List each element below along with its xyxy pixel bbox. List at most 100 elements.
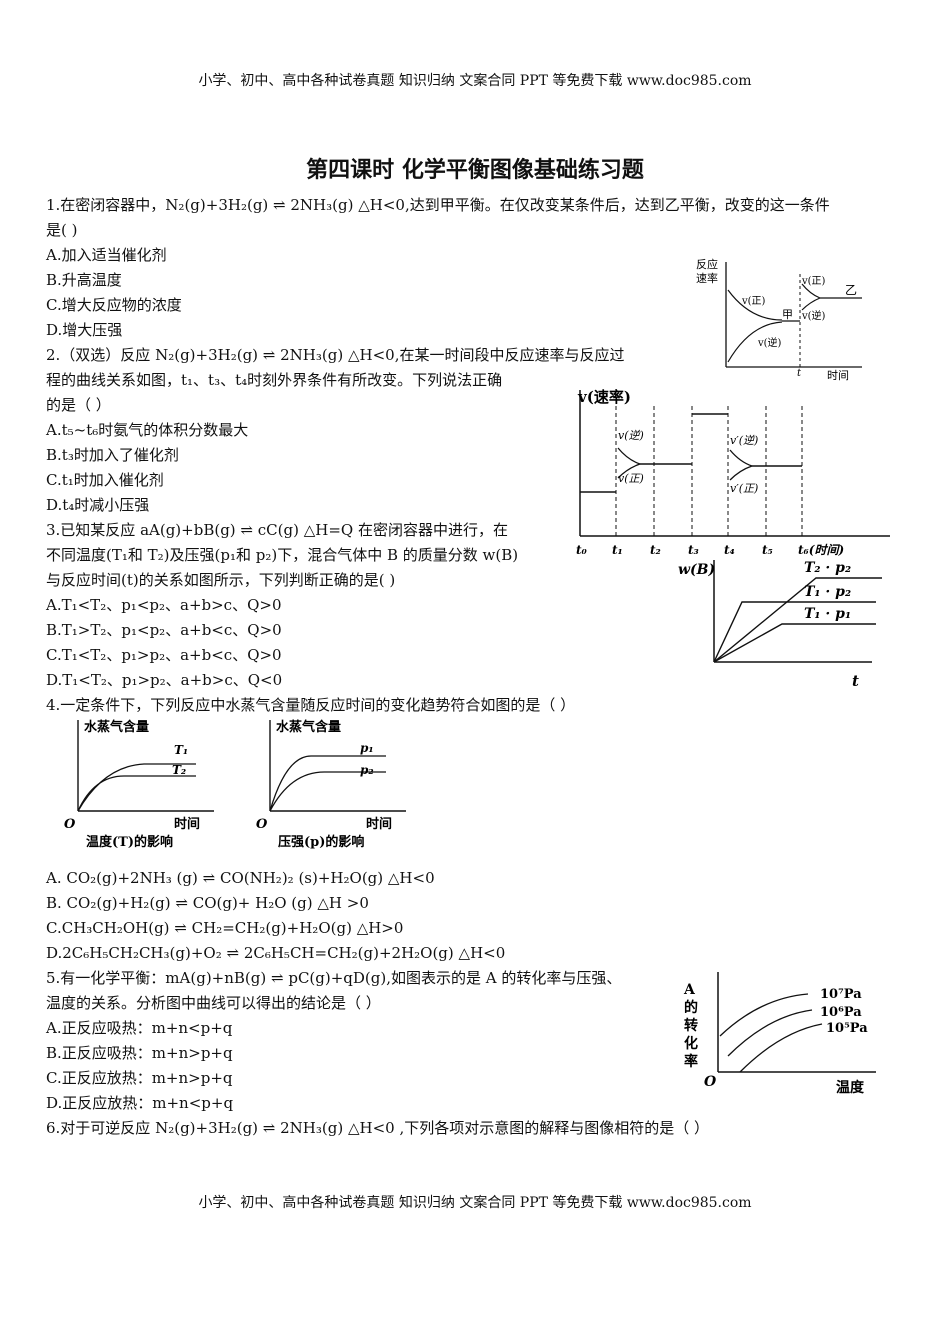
v-reverse-curve [727,321,783,363]
label-v2-reverse: v′(逆) [730,434,758,447]
y-axis-label-5: 率 [684,1053,698,1070]
curve-t1 [77,763,196,812]
y-axis-label: 水蒸气含量 [84,719,149,735]
caption: 压强(p)的影响 [278,834,364,850]
y-axis-label-2: 的 [684,999,698,1016]
y-axis-label-4: 化 [684,1035,698,1052]
q3-option-d: D.T₁<T₂、p₁>p₂、a+b>c、Q<0 [46,671,283,689]
v2-forward-curve [729,465,753,481]
q5-option-b: B.正反应吸热：m+n>p+q [46,1044,233,1062]
q2-stem-line2: 程的曲线关系如图，t₁、t₃、t₄时刻外界条件有所改变。下列说法正确 [46,371,503,389]
q1-option-d: D.增大压强 [46,321,123,339]
curve-t1p2 [713,601,876,663]
tick-t3: t₃ [688,543,699,557]
tick-t2: t₂ [650,543,661,557]
y-axis-label-3: 转 [684,1017,698,1034]
label-t1p2: T₁ · p₂ [804,584,851,600]
q3-stem-line3: 与反应时间(t)的关系如图所示，下列判断正确的是( ) [46,571,396,589]
label-v-forward: v(正) [741,296,766,307]
curve-p1 [269,755,386,812]
x-axis-label: 时间 [827,369,849,382]
q5-option-a: A.正反应吸热：m+n<p+q [46,1019,233,1037]
curve-t1p1 [713,623,876,663]
q5-option-d: D.正反应放热：m+n<p+q [46,1094,234,1112]
origin-label: O [704,1074,717,1090]
tick-t1: t₁ [612,543,623,557]
q5-stem-line1: 5.有一化学平衡：mA(g)+nB(g) ⇌ pC(g)+qD(g),如图表示的… [46,969,622,987]
label-1e6: 10⁶Pa [820,1005,862,1020]
x-axis-label: t [852,672,859,690]
figure-q5-conversion: A 的 转 化 率 O 温度 10⁷Pa 10⁶Pa 10⁵Pa [680,968,880,1098]
label-v-reverse: v(逆) [618,429,644,442]
x-axis-label: 时间 [366,816,392,832]
v-forward-curve [617,463,641,479]
q4-stem: 4.一定条件下，下列反应中水蒸气含量随反应时间的变化趋势符合如图的是（ ） [46,696,576,714]
figure-q1-rate-time: 反应 速率 时间 t v(正) v(逆) 甲 v(正) v(逆) 乙 [690,252,870,382]
label-v-forward: v(正) [618,472,644,485]
page-footer: 小学、初中、高中各种试卷真题 知识归纳 文案合同 PPT 等免费下载 www.d… [198,1195,752,1211]
y-axis-label-2: 速率 [696,271,718,285]
t-tick-label: t [797,368,802,379]
q4-option-c: C.CH₃CH₂OH(g) ⇌ CH₂=CH₂(g)+H₂O(g) △H>0 [46,919,404,937]
curve-t2 [77,775,196,812]
q2-option-d: D.t₄时减小压强 [46,496,150,514]
caption: 温度(T)的影响 [86,834,173,850]
label-v2-forward: v′(正) [730,482,758,495]
v2-reverse-curve [801,297,821,311]
v2-reverse-curve [729,449,753,467]
q4-option-b: B. CO₂(g)+H₂(g) ⇌ CO(g)+ H₂O (g) △H >0 [46,894,369,912]
q5-stem-line2: 温度的关系。分析图中曲线可以得出的结论是（ ） [46,994,381,1012]
q4-option-a: A. CO₂(g)+2NH₃ (g) ⇌ CO(NH₂)₂ (s)+H₂O(g)… [46,869,435,887]
figure-q4-temperature: 水蒸气含量 O 时间 温度(T)的影响 T₁ T₂ [64,716,224,856]
label-v-reverse: v(逆) [757,336,782,349]
v-forward-curve [727,289,783,321]
q2-option-c: C.t₁时加入催化剂 [46,471,164,489]
y-axis-label-1: 反应 [696,257,718,271]
label-t2p2: T₂ · p₂ [804,560,851,576]
label-p1: p₁ [360,741,374,755]
x-axis-label: 时间 [174,816,200,832]
tick-t6: t₆(时间) [798,543,844,557]
label-v2-forward: v(正) [801,276,826,287]
page-title: 第四课时 化学平衡图像基础练习题 [306,157,644,183]
label-t2: T₂ [172,763,186,777]
q1-stem-line1: 1.在密闭容器中，N₂(g)+3H₂(g) ⇌ 2NH₃(g) △H<0,达到甲… [46,196,830,214]
q3-stem-line2: 不同温度(T₁和 T₂)及压强(p₁和 p₂)下，混合气体中 B 的质量分数 w… [46,546,519,564]
q1-option-b: B.升高温度 [46,271,122,289]
label-jia: 甲 [782,308,793,321]
curve-1e5 [739,1023,823,1073]
figure-q2-rate-time: v(速率) v(逆) v(正) v′(逆) v′(正) t₀ t₁ t₂ t₃ … [572,382,897,562]
origin-label: O [256,817,268,832]
q1-option-c: C.增大反应物的浓度 [46,296,182,314]
y-axis-label: 水蒸气含量 [276,719,341,735]
curve-t2p2 [713,577,882,663]
y-axis-label: v(速率) [577,388,631,406]
v2-forward-curve [801,283,821,299]
tick-t4: t₄ [724,543,735,557]
label-t1: T₁ [174,743,188,757]
label-1e7: 10⁷Pa [820,987,862,1002]
y-axis-label: w(B) [678,562,715,578]
origin-label: O [64,817,76,832]
x-axis-label: 温度 [836,1079,865,1096]
q3-option-c: C.T₁<T₂、p₁>p₂、a+b<c、Q>0 [46,646,282,664]
q3-stem-line1: 3.已知某反应 aA(g)+bB(g) ⇌ cC(g) △H=Q 在密闭容器中进… [46,521,508,539]
curve-1e6 [727,1009,813,1057]
figure-q3-wb-time: w(B) t T₂ · p₂ T₁ · p₂ T₁ · p₁ [676,552,896,692]
q2-stem-line3: 的是（ ） [46,396,111,414]
q5-option-c: C.正反应放热：m+n>p+q [46,1069,233,1087]
q2-option-b: B.t₃时加入了催化剂 [46,446,179,464]
curve-p2 [269,771,386,812]
v-reverse-curve [617,447,641,465]
q1-stem-line2: 是( ) [46,221,78,239]
y-axis-label-1: A [683,982,696,998]
q4-option-d: D.2C₆H₅CH₂CH₃(g)+O₂ ⇌ 2C₆H₅CH=CH₂(g)+2H₂… [46,944,506,962]
label-1e5: 10⁵Pa [826,1021,868,1036]
tick-t0: t₀ [576,543,588,557]
q3-option-a: A.T₁<T₂、p₁<p₂、a+b>c、Q>0 [46,596,282,614]
q3-option-b: B.T₁>T₂、p₁<p₂、a+b<c、Q>0 [46,621,282,639]
q6-stem: 6.对于可逆反应 N₂(g)+3H₂(g) ⇌ 2NH₃(g) △H<0 ,下列… [46,1119,710,1137]
q2-option-a: A.t₅~t₆时氨气的体积分数最大 [46,421,249,439]
label-p2: p₂ [360,763,374,777]
figure-q4-pressure: 水蒸气含量 O 时间 压强(p)的影响 p₁ p₂ [256,716,416,856]
